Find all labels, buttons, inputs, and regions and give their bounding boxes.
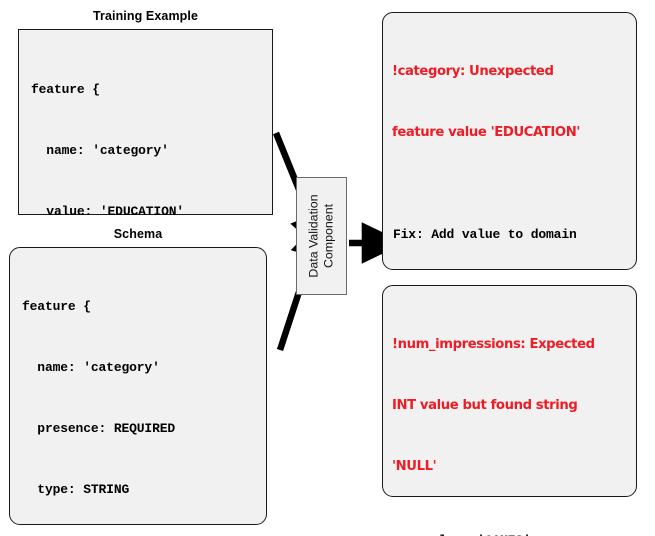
data-validation-component-label: Data Validation Component (307, 194, 337, 277)
error-line: feature value 'EDUCATION' (392, 125, 580, 141)
code-line-domain-games: value: 'GAMES' (393, 531, 580, 536)
error-line: 'NULL' (392, 459, 437, 475)
code-line: name: 'category' (22, 360, 160, 376)
code-line: name: 'category' (31, 143, 169, 159)
training-example-box: feature { name: 'category' value: 'EDUCA… (18, 29, 273, 525)
anomaly-category-box: !category: Unexpected feature value 'EDU… (382, 12, 637, 536)
code-line: feature { (22, 298, 91, 314)
code-line: value: 'EDUCATION' (31, 204, 185, 220)
fix-line: Fix: Add value to domain (393, 227, 577, 243)
anomaly-num-impressions-box: !num_impressions: Expected INT value but… (382, 285, 637, 497)
anomaly-num-impressions-content: !num_impressions: Expected INT value but… (392, 294, 595, 536)
component-label-line2: Component (321, 203, 336, 269)
anomaly-category-message: !category: Unexpected feature value 'EDU… (392, 21, 580, 184)
component-label-line1: Data Validation (306, 194, 321, 278)
code-line: presence: REQUIRED (22, 421, 176, 437)
code-line: feature { (31, 81, 100, 97)
code-line: type: STRING (22, 482, 130, 498)
domain-value-games: GAMES (485, 533, 523, 536)
error-line: INT value but found string (392, 398, 578, 414)
error-line: !num_impressions: Expected (392, 336, 595, 352)
schema-title: Schema (113, 227, 163, 241)
schema-box: feature { name: 'category' presence: REQ… (9, 247, 267, 525)
anomaly-num-impressions-message: !num_impressions: Expected INT value but… (392, 294, 595, 518)
error-line: !category: Unexpected (392, 63, 554, 79)
schema-code: feature { name: 'category' presence: REQ… (22, 256, 206, 536)
data-validation-component-box[interactable]: Data Validation Component (296, 177, 347, 295)
anomaly-num-impressions-fix: Fix: Deprecate feature feature { name: '… (393, 518, 595, 536)
training-example-title: Training Example (92, 9, 199, 23)
